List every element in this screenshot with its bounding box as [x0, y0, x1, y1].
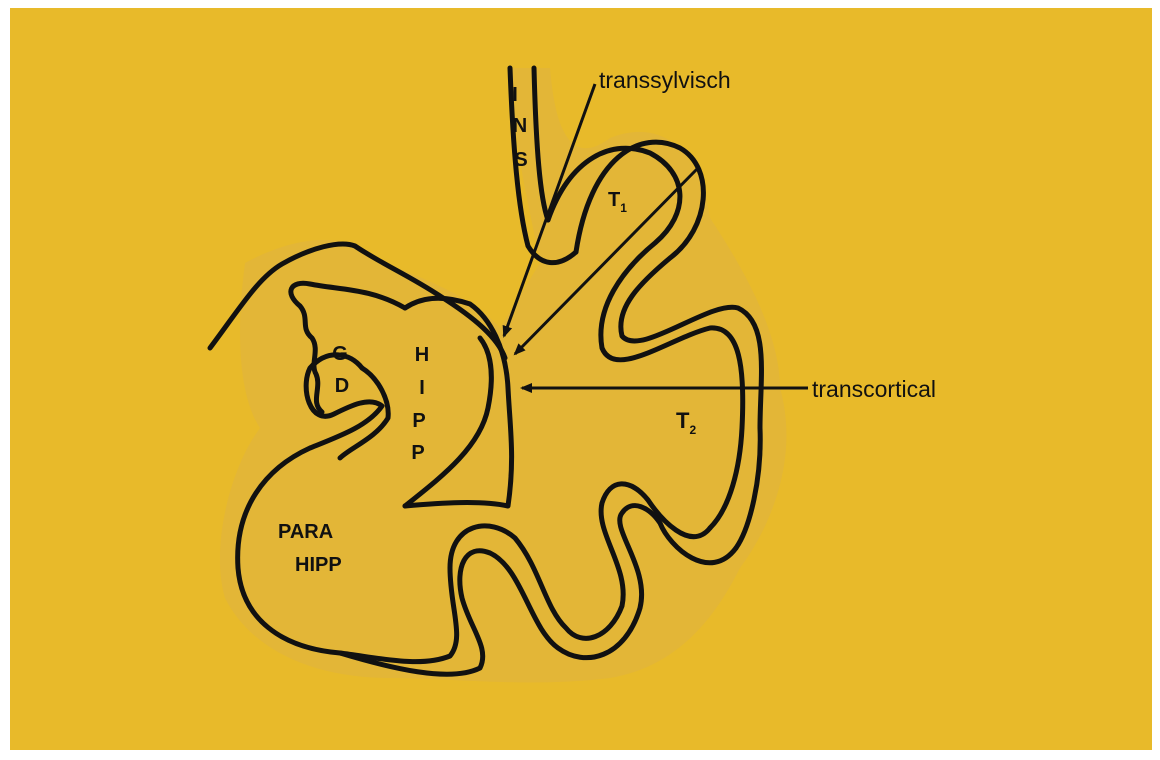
callout-transsylvian: transsylvisch	[599, 67, 731, 93]
label-t2-sub: 2	[689, 423, 696, 437]
label-hipp-h: H	[415, 344, 429, 366]
label-ins-1: I	[512, 84, 518, 106]
diagram-panel: I N S T1 T2 G D H I P P PARA HIPP transs…	[10, 8, 1152, 750]
label-para: PARA	[278, 521, 333, 543]
label-gd-d: D	[335, 375, 349, 397]
label-t1-main: T	[608, 189, 620, 211]
label-hipp-i: I	[419, 377, 425, 399]
label-hipp-p1: P	[412, 410, 425, 432]
label-t1-sub: 1	[620, 201, 627, 215]
label-t2-main: T	[676, 408, 690, 433]
temporal-lobe-diagram: I N S T1 T2 G D H I P P PARA HIPP transs…	[10, 8, 1152, 750]
label-gd-g: G	[332, 343, 348, 365]
label-ins-3: S	[514, 149, 527, 171]
label-ins-2: N	[513, 115, 527, 137]
label-hipp-p2: P	[411, 442, 424, 464]
label-para-hipp: HIPP	[295, 554, 342, 576]
callout-transcortical: transcortical	[812, 376, 936, 402]
